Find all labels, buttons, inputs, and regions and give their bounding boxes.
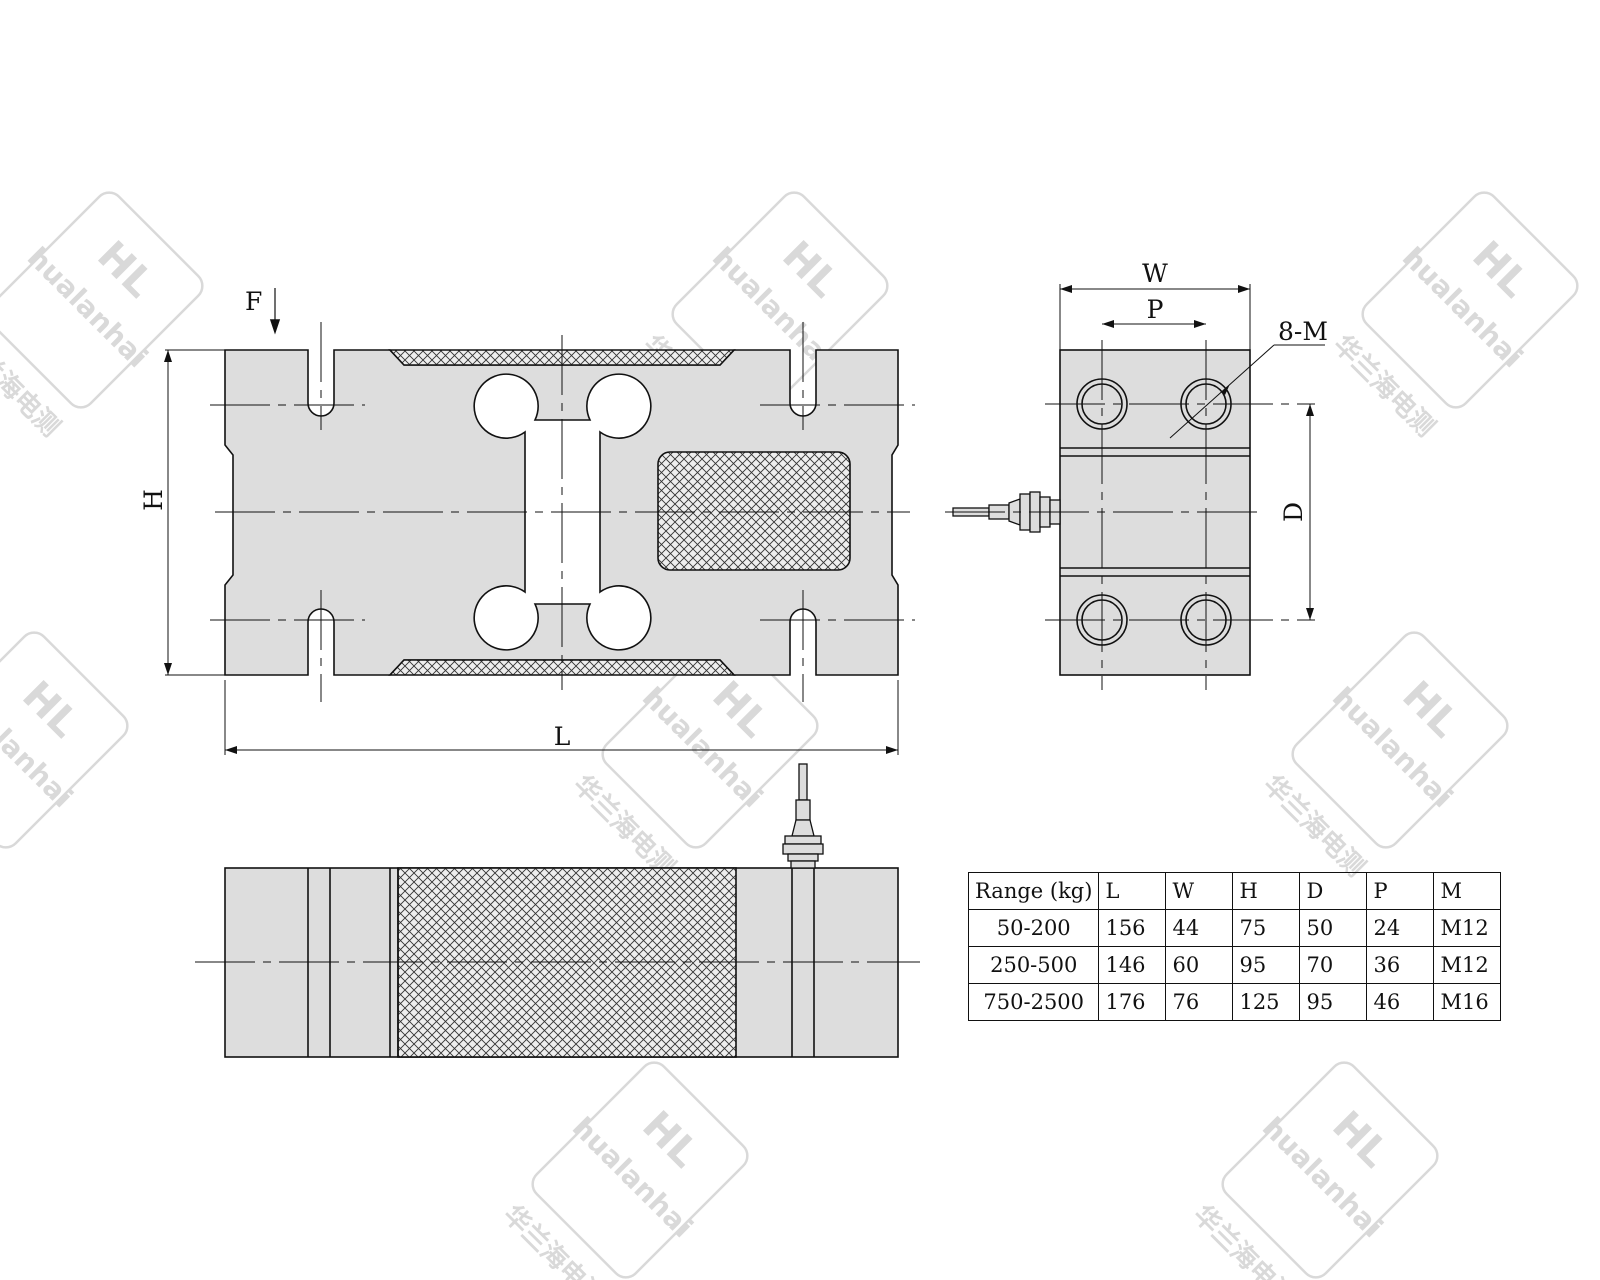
side-view bbox=[945, 284, 1325, 690]
table-cell: 75 bbox=[1232, 909, 1301, 947]
front-gauge-pad bbox=[657, 451, 851, 571]
table-row: 750-2500 176 76 125 95 46 M16 bbox=[967, 983, 1502, 1021]
watermark: HL hualanhai 华兰海电测 bbox=[1327, 191, 1579, 443]
table-cell: 176 bbox=[1098, 983, 1167, 1021]
table-header: L bbox=[1098, 872, 1167, 910]
table-cell: 95 bbox=[1299, 983, 1368, 1021]
table-cell: 36 bbox=[1366, 946, 1435, 984]
force-label: F bbox=[245, 287, 262, 316]
table-cell: 750-2500 bbox=[967, 983, 1100, 1021]
top-cable-gland bbox=[782, 763, 824, 869]
table-cell: 76 bbox=[1165, 983, 1234, 1021]
front-view bbox=[164, 288, 915, 755]
table-cell: 50 bbox=[1299, 909, 1368, 947]
pitch-label: P bbox=[1147, 295, 1164, 324]
table-header: Range (kg) bbox=[967, 872, 1100, 910]
table-cell: 44 bbox=[1165, 909, 1234, 947]
watermark: HL hualanhai 华兰海电测 bbox=[1257, 631, 1509, 883]
table-cell: 95 bbox=[1232, 946, 1301, 984]
watermark: HL hualanhai 华兰海电测 bbox=[1187, 1061, 1439, 1280]
table-header: P bbox=[1366, 872, 1435, 910]
width-label: W bbox=[1142, 259, 1168, 288]
table-cell: M12 bbox=[1433, 909, 1502, 947]
table-cell: 250-500 bbox=[967, 946, 1100, 984]
table-cell: M16 bbox=[1433, 983, 1502, 1021]
table-cell: 146 bbox=[1098, 946, 1167, 984]
table-cell: 125 bbox=[1232, 983, 1301, 1021]
table-row: 50-200 156 44 75 50 24 M12 bbox=[967, 909, 1502, 947]
table-header: D bbox=[1299, 872, 1368, 910]
watermark: HL hualanhai 华兰海电测 bbox=[497, 1061, 749, 1280]
table-cell: 60 bbox=[1165, 946, 1234, 984]
svg-text:华兰海电测: 华兰海电测 bbox=[0, 329, 66, 443]
svg-text:华兰海电测: 华兰海电测 bbox=[1327, 329, 1441, 443]
table-header-row: Range (kg) L W H D P M bbox=[967, 872, 1502, 910]
table-row: 250-500 146 60 95 70 36 M12 bbox=[967, 946, 1502, 984]
table-header: H bbox=[1232, 872, 1301, 910]
watermark: HL hualanhai 华兰海电测 bbox=[0, 191, 204, 443]
height-label: H bbox=[139, 489, 168, 511]
holes-label: 8-M bbox=[1278, 317, 1328, 346]
svg-text:华兰海电测: 华兰海电测 bbox=[1257, 769, 1371, 883]
watermarks: HL hualanhai 华兰海电测 HL hualanhai 华兰海电测 HL… bbox=[0, 191, 1579, 1280]
table-cell: 24 bbox=[1366, 909, 1435, 947]
table-cell: 70 bbox=[1299, 946, 1368, 984]
table-header: W bbox=[1165, 872, 1234, 910]
front-bottom-strip bbox=[388, 659, 736, 676]
table-cell: M12 bbox=[1433, 946, 1502, 984]
length-label: L bbox=[554, 722, 571, 751]
table-cell: 156 bbox=[1098, 909, 1167, 947]
table-cell: 50-200 bbox=[967, 909, 1100, 947]
table-header: M bbox=[1433, 872, 1502, 910]
spec-table: Range (kg) L W H D P M 50-200 156 44 75 … bbox=[967, 872, 1502, 1021]
watermark: HL hualanhai bbox=[0, 631, 129, 849]
top-view bbox=[195, 763, 920, 1058]
distance-label: D bbox=[1279, 502, 1308, 522]
table-cell: 46 bbox=[1366, 983, 1435, 1021]
svg-text:华兰海电测: 华兰海电测 bbox=[567, 769, 681, 883]
front-centerlines bbox=[210, 322, 915, 702]
